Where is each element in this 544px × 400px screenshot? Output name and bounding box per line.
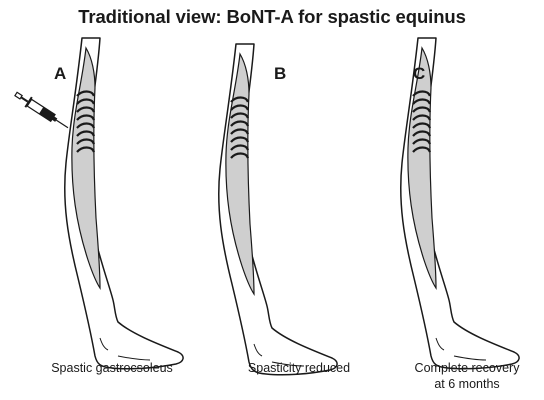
leg-a <box>63 36 185 370</box>
panel-label-c: C <box>413 64 426 83</box>
caption-c: Complete recovery at 6 months <box>400 360 534 392</box>
caption-a: Spastic gastrocsoleus <box>51 361 173 375</box>
leg-b <box>217 42 339 376</box>
panel-label-a: A <box>54 64 67 83</box>
panel-label-b: B <box>274 64 287 83</box>
syringe-icon <box>14 91 69 129</box>
caption-b: Spasticity reduced <box>247 361 351 375</box>
caption-c-line-2: at 6 months <box>434 377 500 391</box>
figure-title: Traditional view: BoNT-A for spastic equ… <box>78 6 466 27</box>
leg-c <box>399 36 521 370</box>
caption-c-line-1: Complete recovery <box>414 361 520 375</box>
